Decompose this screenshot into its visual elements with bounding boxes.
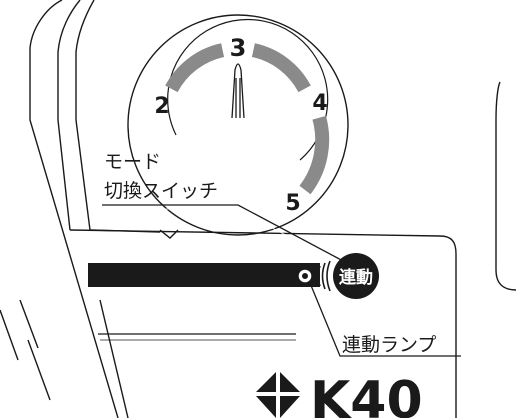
dial-number-5: 5 (285, 191, 300, 216)
brand-logo: K40 (256, 371, 423, 418)
brand-mark-icon (256, 372, 300, 418)
link-badge-text: 連動 (339, 267, 373, 288)
dial-outer-ring (127, 14, 349, 236)
dial-segment-4 (299, 115, 330, 195)
dial-number-4: 4 (312, 91, 327, 116)
dial-segment-2 (165, 43, 225, 93)
dial-number-2: 2 (154, 94, 169, 119)
mode-switch-callout: モード 切換スイッチ (102, 151, 346, 265)
mode-switch-label-line1: モード (104, 151, 161, 173)
link-lamp-callout: 連動ランプ (309, 282, 461, 357)
dial-segment-3 (251, 43, 311, 93)
mode-switch-label-line2: 切換スイッチ (104, 180, 218, 202)
link-badge (333, 253, 379, 299)
dial-pointer (231, 63, 245, 119)
lamp-bar (88, 263, 320, 341)
signal-waves-icon (317, 260, 331, 292)
brand-wordmark: K40 (310, 371, 423, 418)
link-lamp-label: 連動ランプ (342, 334, 436, 356)
dial-segments (165, 43, 330, 195)
dial-inner-ring (167, 18, 329, 161)
dial-number-3: 3 (230, 34, 247, 62)
link-lamp: 連動 (297, 253, 379, 299)
mode-switch-dial[interactable]: 3 2 4 5 (127, 14, 349, 236)
